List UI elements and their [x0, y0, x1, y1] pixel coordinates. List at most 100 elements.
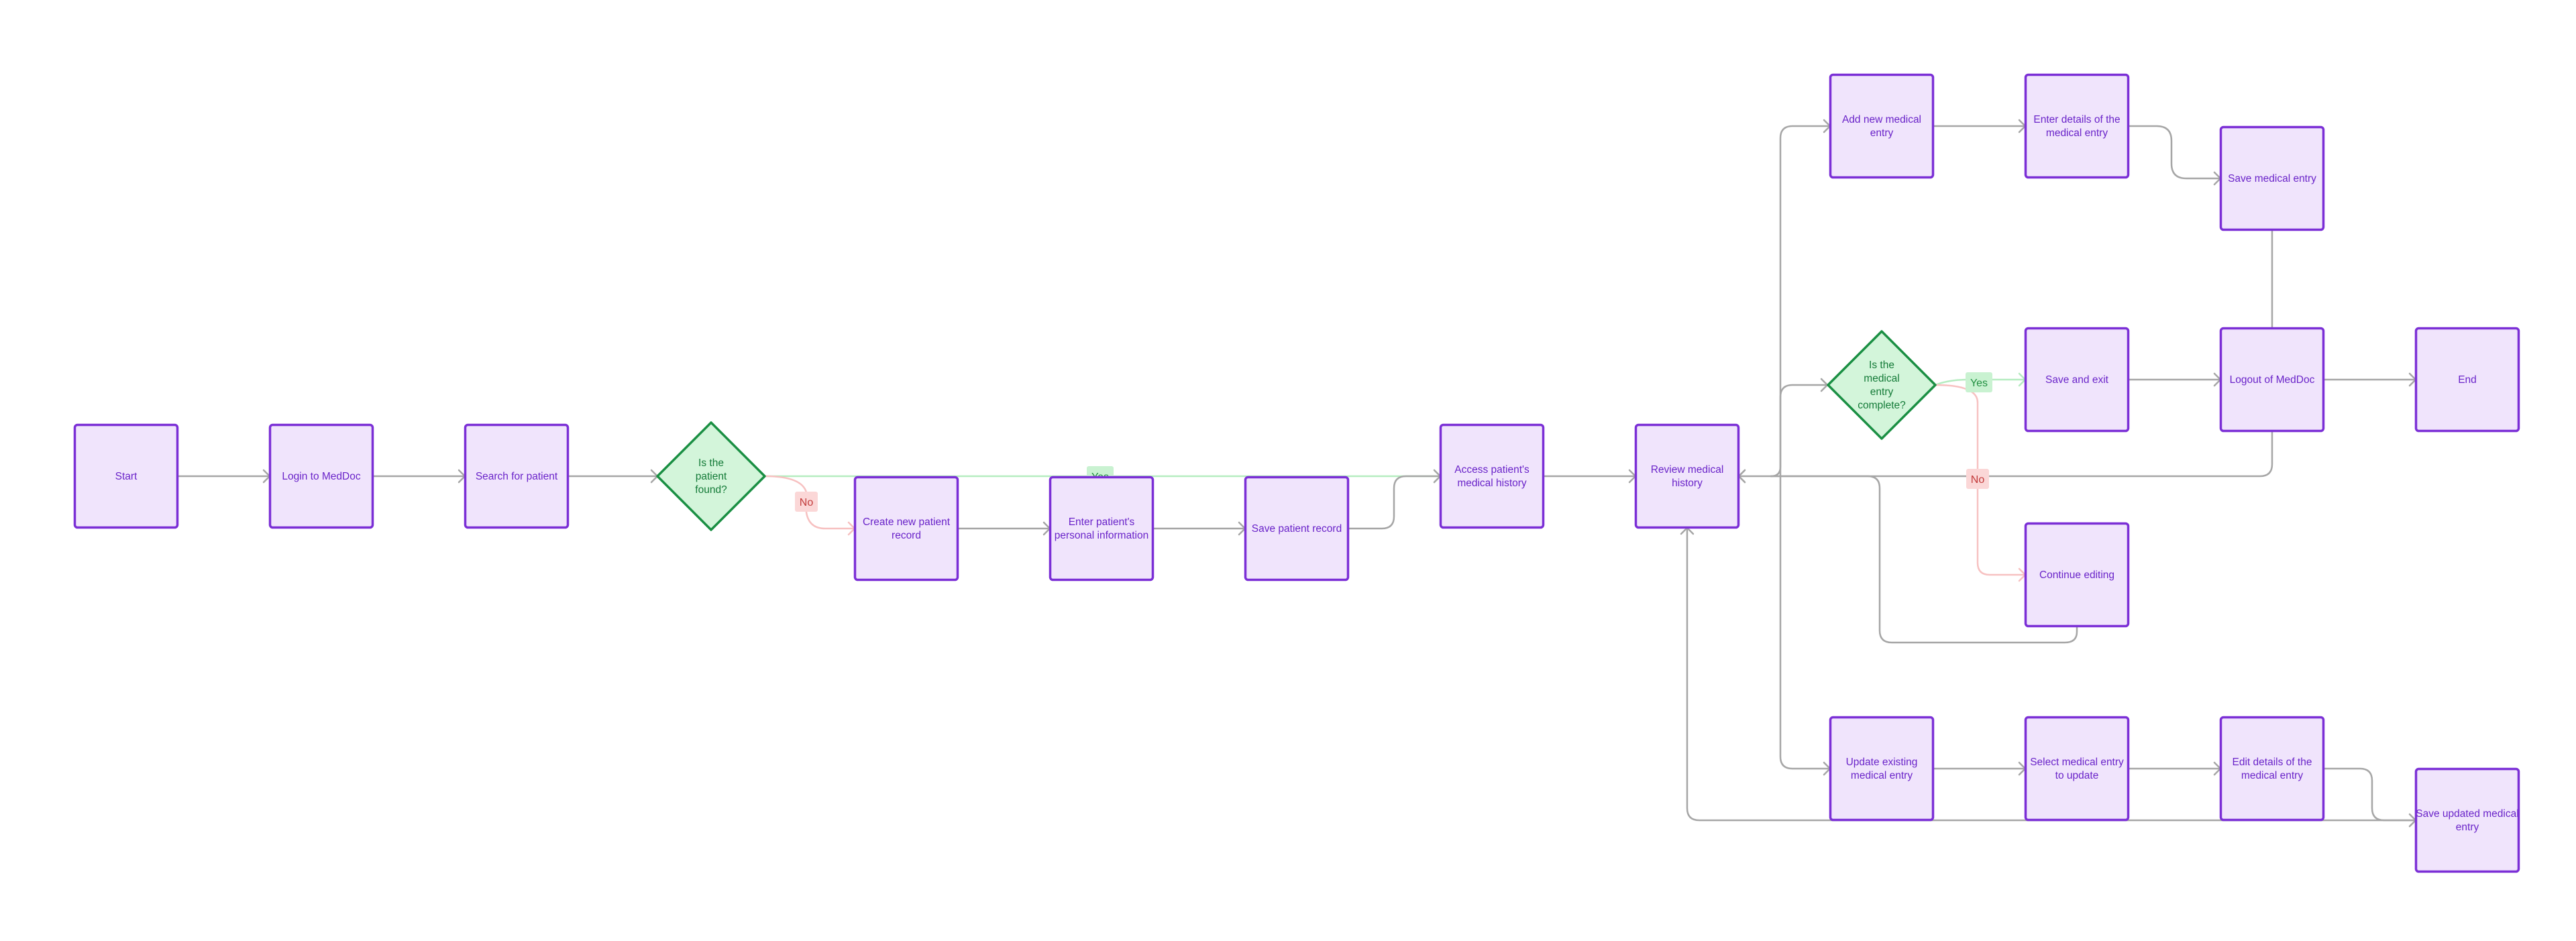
- connector-line: [1934, 384, 2027, 576]
- connector-line: [1770, 125, 1831, 478]
- node-label-line: Login to MedDoc: [282, 471, 360, 482]
- node-label-line: Enter details of the: [2033, 114, 2120, 125]
- process-box: [2024, 522, 2130, 628]
- no-label: No: [1966, 469, 1989, 489]
- node-label-line: Enter patient's: [1069, 516, 1135, 528]
- step-add-entry[interactable]: Add new medical entry: [1829, 73, 1935, 179]
- step-login[interactable]: Login to MedDoc: [268, 423, 374, 529]
- label-badge: [795, 492, 818, 512]
- node-label-line: Is the: [1869, 359, 1894, 371]
- node-label-line: entry: [1870, 386, 1894, 398]
- process-box: [1439, 423, 1545, 529]
- node-label-line: Create new patient: [863, 516, 951, 528]
- step-logout[interactable]: Logout of MedDoc: [2219, 327, 2325, 433]
- decision-diamond: [1827, 330, 1937, 440]
- process-box: [2024, 73, 2130, 179]
- edge-edit-to-save-updated: [2322, 767, 2417, 828]
- process-box: [2414, 767, 2520, 873]
- node-label-line: medical entry: [1851, 770, 1913, 781]
- node-label-line: End: [2458, 374, 2477, 386]
- connector-line: [1770, 229, 2273, 478]
- node-label-line: Save and exit: [2045, 374, 2109, 386]
- edge-create-to-enter-info: [957, 521, 1051, 536]
- label-badge: [1966, 469, 1989, 489]
- node-label: Save patient record: [1252, 523, 1342, 535]
- node-label-line: Add new medical: [1842, 114, 1921, 125]
- step-continue[interactable]: Continue editing: [2024, 522, 2130, 628]
- node-label-line: entry: [1870, 127, 1894, 139]
- process-box: [2024, 327, 2130, 433]
- connector-line: [2127, 125, 2222, 180]
- edge-enter-details-to-save-entry: [2127, 125, 2222, 186]
- node-label-line: medical entry: [2046, 127, 2108, 139]
- label-text: No: [1971, 474, 1985, 486]
- process-box: [1829, 716, 1935, 822]
- step-end[interactable]: End: [2414, 327, 2520, 433]
- node-label-line: Save medical entry: [2228, 173, 2316, 184]
- edge-start-to-login: [176, 469, 271, 484]
- edge-enter-info-to-save-record: [1152, 521, 1246, 536]
- connectors: [176, 119, 2417, 828]
- connector-line: [1779, 475, 1831, 770]
- node-label-line: Select medical entry: [2030, 757, 2124, 768]
- step-enter-details[interactable]: Enter details of the medical entry: [2024, 73, 2130, 179]
- node-label-line: medical entry: [2241, 770, 2303, 781]
- decision-diamond: [656, 421, 766, 531]
- node-label-line: Search for patient: [476, 471, 558, 482]
- edge-update-to-select: [1932, 761, 2027, 776]
- step-start[interactable]: Start: [73, 423, 179, 529]
- node-label: Start: [115, 471, 138, 482]
- process-box: [2219, 327, 2325, 433]
- node-label: End: [2458, 374, 2477, 386]
- connector-line: [1347, 475, 1442, 530]
- process-box: [73, 423, 179, 529]
- step-save-entry[interactable]: Save medical entry: [2219, 125, 2325, 231]
- step-search[interactable]: Search for patient: [464, 423, 570, 529]
- edge-review-to-complete: [1779, 378, 1829, 478]
- node-label-line: history: [1672, 478, 1703, 489]
- node-label: Save and exit: [2045, 374, 2109, 386]
- connector-line: [1737, 475, 2078, 644]
- node-label-line: Start: [115, 471, 138, 482]
- label-text: Yes: [1970, 378, 1988, 389]
- node-label-line: Save patient record: [1252, 523, 1342, 535]
- step-review[interactable]: Review medical history: [1634, 423, 1740, 529]
- step-save-exit[interactable]: Save and exit: [2024, 327, 2130, 433]
- edge-logout-to-end: [2322, 372, 2417, 387]
- node-label-line: Review medical: [1651, 464, 1724, 476]
- node-label-line: Continue editing: [2039, 569, 2114, 581]
- node-label-line: found?: [695, 484, 727, 496]
- process-box: [1829, 73, 1935, 179]
- node-label-line: medical: [1864, 373, 1899, 384]
- process-box: [1244, 476, 1350, 582]
- process-box: [1049, 476, 1155, 582]
- edge-save-record-to-access: [1347, 469, 1442, 530]
- edge-save-entry-to-review: [1737, 229, 2273, 484]
- process-box: [2024, 716, 2130, 822]
- node-label: Add new medical entry: [1842, 114, 1921, 139]
- process-box: [853, 476, 959, 582]
- node-label: Login to MedDoc: [282, 471, 360, 482]
- connector-line: [2322, 767, 2417, 822]
- step-save-record[interactable]: Save patient record: [1244, 476, 1350, 582]
- connector-line: [1779, 384, 1829, 478]
- node-label-line: entry: [2456, 822, 2479, 833]
- node-label: Logout of MedDoc: [2230, 374, 2315, 386]
